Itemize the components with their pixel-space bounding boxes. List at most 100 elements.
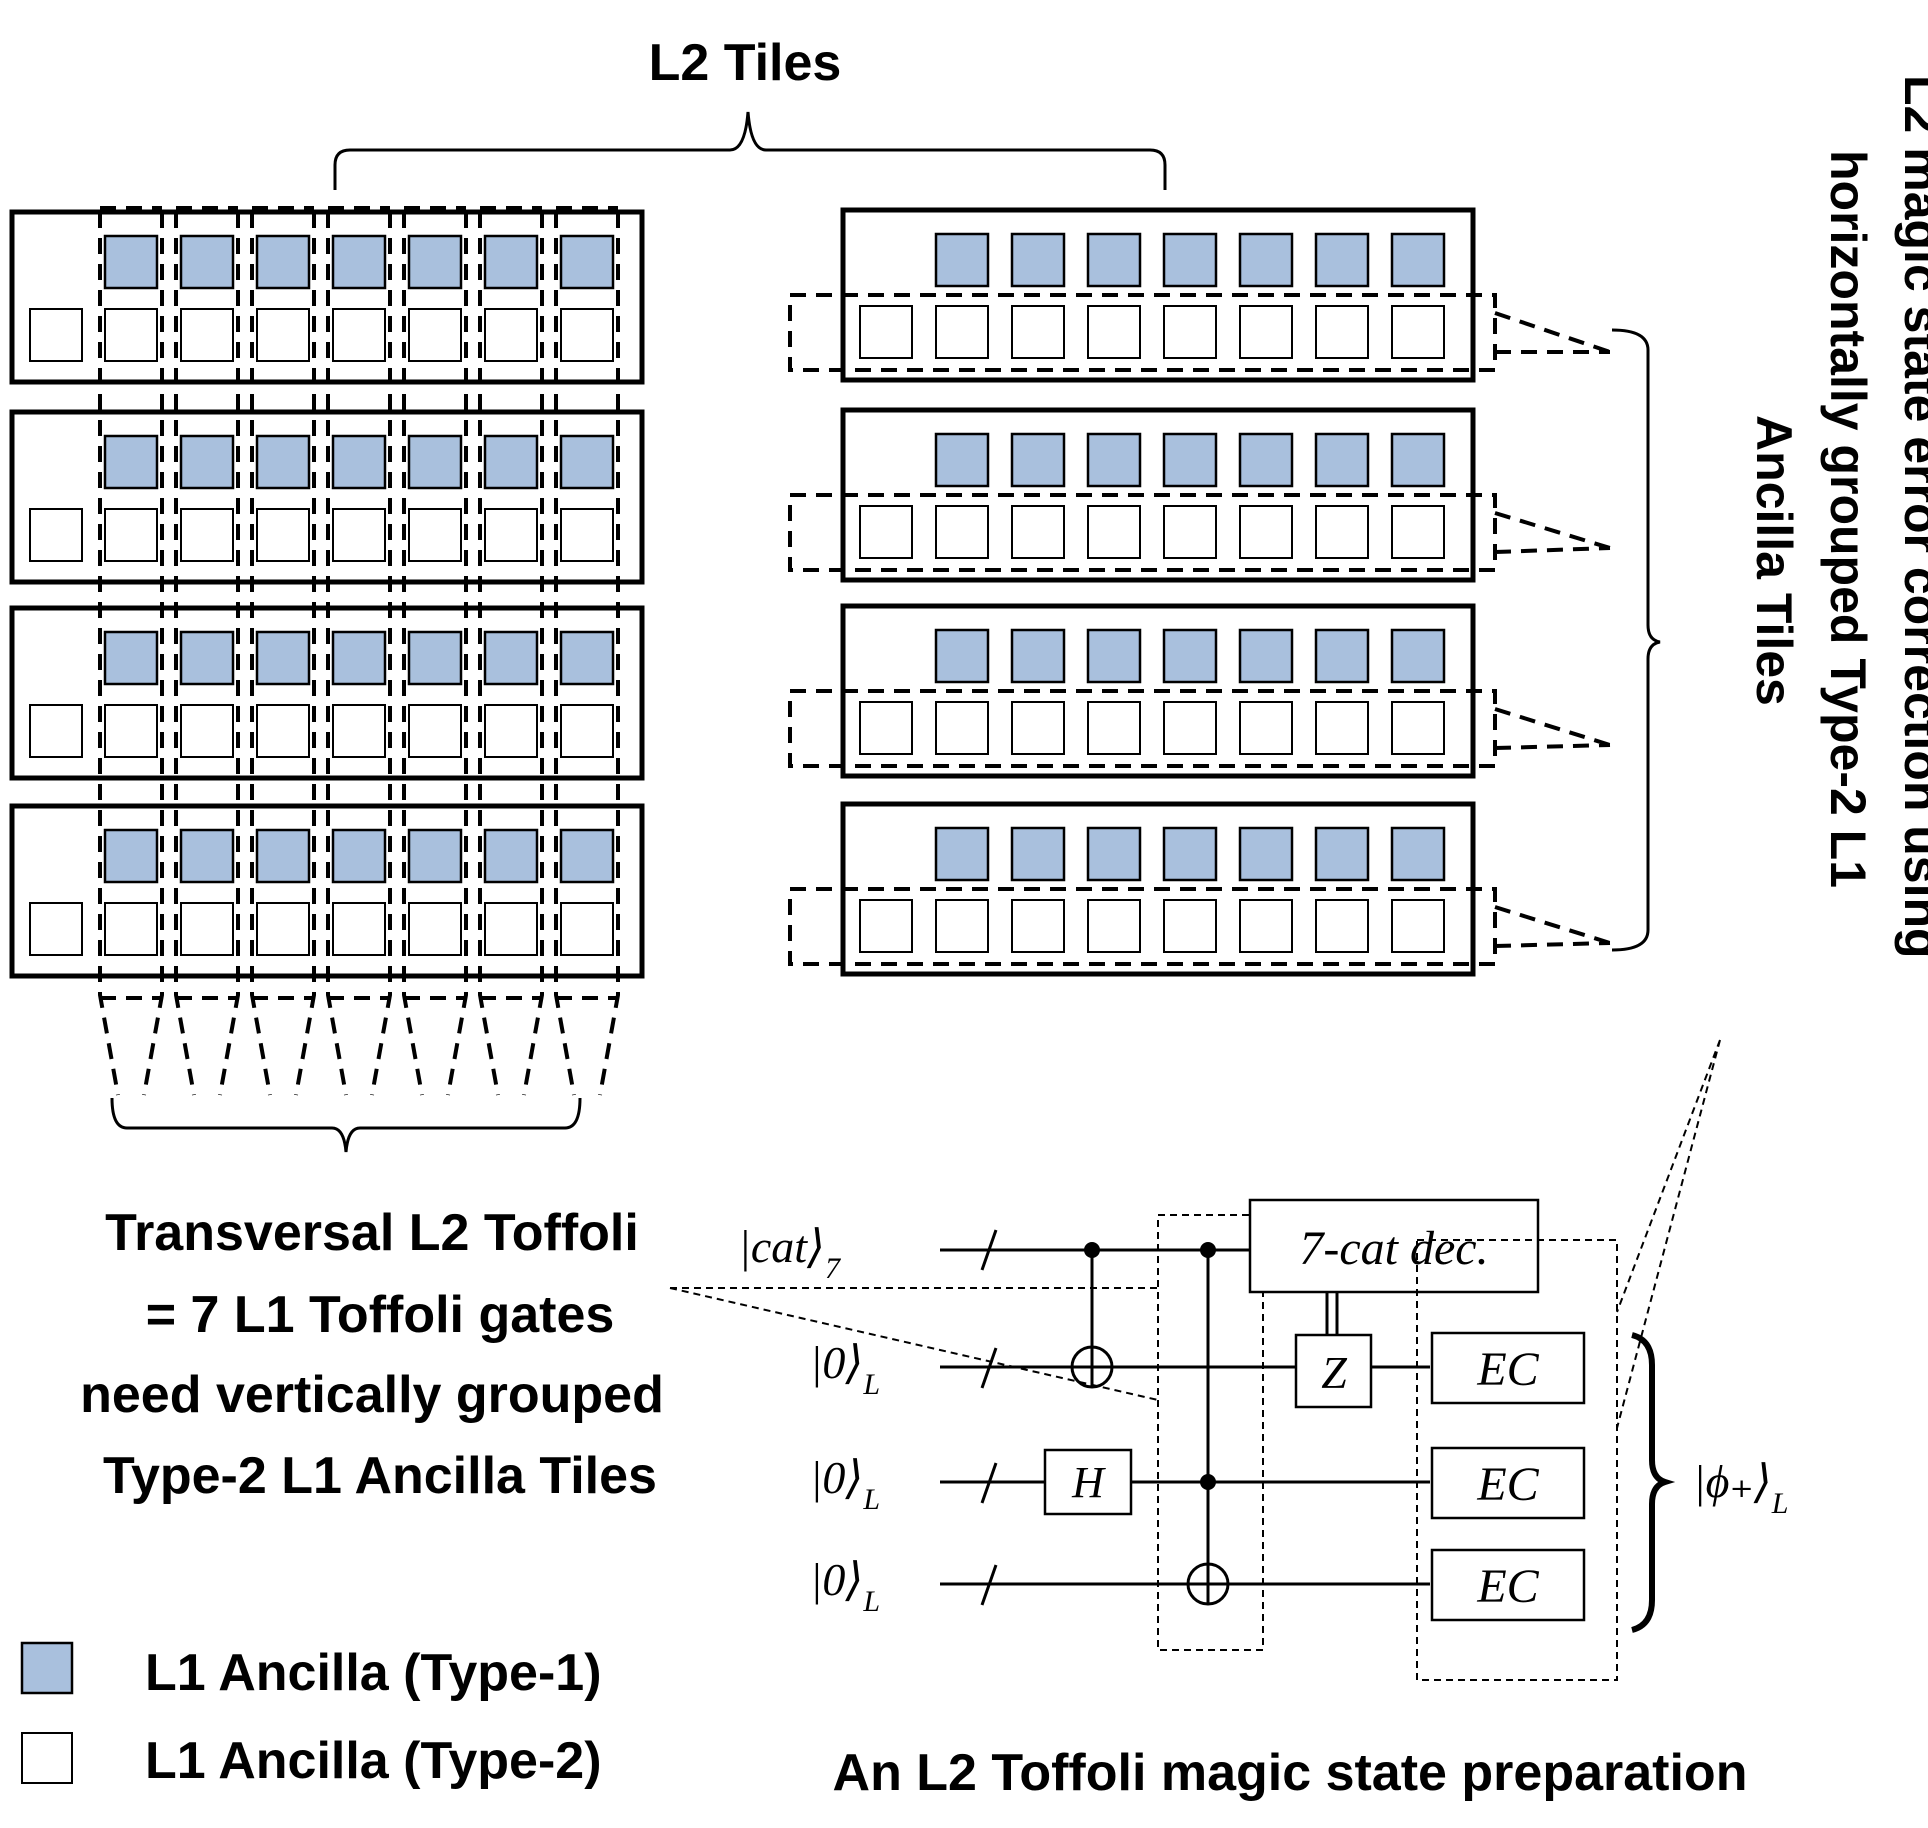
type-2-ancilla [180,704,234,758]
vertical-ancilla-groups [98,206,620,1096]
type-1-ancilla [559,630,615,686]
type-2-ancilla [484,308,538,362]
type-2-ancilla [332,704,386,758]
type-1-ancilla [559,828,615,884]
type-1-ancilla [483,828,539,884]
type-1-ancilla [179,828,235,884]
output-ket-sub: L [1771,1487,1789,1520]
type-2-ancilla [104,704,158,758]
type-2-ancilla [1391,899,1445,953]
type-2-ancilla [332,902,386,956]
type-2-ancilla [935,701,989,755]
input-ket-cat-label: |cat⟩ [738,1221,825,1272]
type-2-ancilla [1011,899,1065,953]
type-1-ancilla [1314,826,1370,882]
type-1-ancilla [934,628,990,684]
horizontal-group-brace [1611,328,1661,952]
output-ket-label: |ϕ₊⟩ [1693,1456,1772,1507]
type-2-ancilla [256,308,310,362]
legend: L1 Ancilla (Type-1) L1 Ancilla (Type-2) [20,1641,602,1790]
cnot-1-target [1070,1345,1114,1389]
type-2-ancilla [484,704,538,758]
ec-gate-3-label: EC [1476,1560,1539,1613]
output-brace [1631,1332,1676,1633]
type-1-ancilla [1010,628,1066,684]
z-gate-label: Z [1321,1347,1347,1398]
input-ket-q1-label: |0⟩ [810,1337,864,1388]
type-2-ancilla [560,704,614,758]
vertical-group-outline [98,206,164,1096]
type-2-ancilla [1011,505,1065,559]
type-1-ancilla [331,234,387,290]
ec-gate-2-label: EC [1476,1458,1539,1511]
type-2-ancilla [256,508,310,562]
input-ket-q2: |0⟩L [810,1452,880,1516]
cnot-1-control [1084,1242,1100,1258]
right-heading-line-2: horizontally grouped Type-2 L1 [1820,150,1876,888]
type-2-ancilla [104,308,158,362]
input-ket-cat: |cat⟩7 [738,1221,842,1285]
type-1-ancilla [103,630,159,686]
type-1-ancilla [255,234,311,290]
circuit-caption: An L2 Toffoli magic state preparation [833,1744,1748,1802]
cat-decoder-gate [1248,1198,1540,1294]
legend-label-type-1: L1 Ancilla (Type-1) [145,1644,602,1702]
type-2-ancilla [1239,305,1293,359]
type-2-ancilla [332,508,386,562]
bundle-slash-q1 [980,1347,998,1389]
heading-connector [1616,1039,1721,1429]
type-1-ancilla [103,434,159,490]
l2-tiles-label: L2 Tiles [649,34,842,92]
right-heading-line-3: Ancilla Tiles [1746,415,1802,706]
type-2-ancilla [1391,701,1445,755]
type-1-ancilla [407,630,463,686]
type-1-ancilla [934,232,990,288]
type-2-ancilla [1239,899,1293,953]
type-1-ancilla [934,432,990,488]
type-2-ancilla [1087,701,1141,755]
left-caption-line-1: Transversal L2 Toffoli [105,1204,639,1262]
left-l2-tile-column [9,209,645,979]
type-2-ancilla [1087,505,1141,559]
type-2-ancilla [1391,305,1445,359]
bundle-slash-q3 [980,1564,998,1606]
type-2-ancilla [332,308,386,362]
type-1-ancilla [179,434,235,490]
toffoli-control-1 [1200,1242,1216,1258]
type-2-ancilla [560,308,614,362]
ec-dashed-box [1416,1239,1618,1681]
type-1-ancilla [331,630,387,686]
type-1-ancilla [255,630,311,686]
horizontal-group-outline [788,293,1611,372]
type-1-ancilla [1162,432,1218,488]
type-2-ancilla [1315,305,1369,359]
ec-gate-1-label: EC [1476,1343,1539,1396]
horizontal-group-outline [788,689,1611,768]
type-2-ancilla [484,508,538,562]
legend-swatch-type-2 [21,1732,73,1784]
type-1-ancilla [407,828,463,884]
type-1-ancilla [559,434,615,490]
ec-gate-2 [1430,1446,1586,1520]
type-1-ancilla [1238,232,1294,288]
type-2-ancilla [1011,305,1065,359]
right-heading-line-1: L2 magic state error correction using [1894,75,1928,959]
type-2-ancilla [1163,305,1217,359]
type-1-ancilla [1390,826,1446,882]
hadamard-label: H [1071,1458,1106,1507]
type-1-ancilla [179,234,235,290]
type-1-ancilla [255,828,311,884]
type-2-ancilla [29,508,83,562]
type-1-ancilla [1086,826,1142,882]
type-2-ancilla [1011,701,1065,755]
type-1-ancilla [1238,628,1294,684]
input-ket-cat-sub: 7 [825,1252,842,1285]
type-1-ancilla [1162,232,1218,288]
type-1-ancilla [1238,826,1294,882]
vertical-group-outline [478,206,544,1096]
input-ket-q3-sub: L [862,1585,880,1618]
horizontal-group-outline [788,493,1611,572]
ec-gate-1 [1430,1331,1586,1405]
type-1-ancilla [1010,432,1066,488]
vertical-group-outline [250,206,316,1096]
